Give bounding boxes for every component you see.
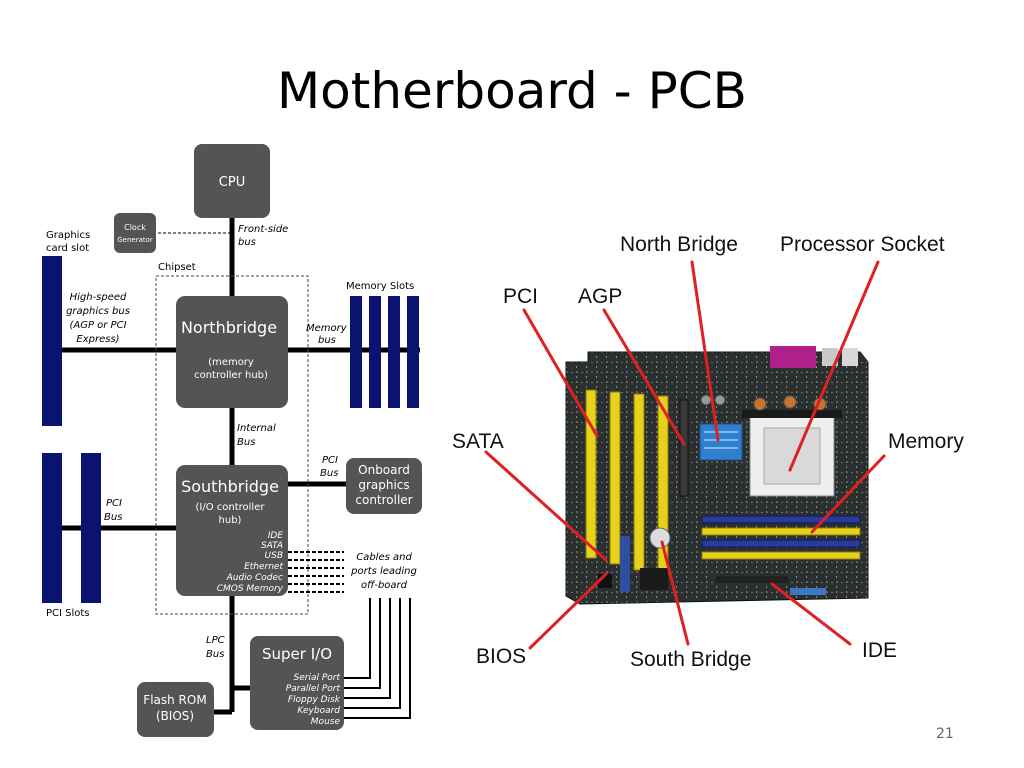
motherboard-photo: North Bridge Processor Socket PCI AGP SA… <box>452 233 964 671</box>
pci-bus-right-label-1: PCI <box>322 455 338 466</box>
pci-slot-1 <box>42 453 62 603</box>
northbridge-sub-1: (memory <box>208 357 254 368</box>
graphics-card-slot <box>42 256 62 426</box>
cables-label-3: off-board <box>361 580 408 591</box>
memory-bus-label-2: bus <box>318 335 336 346</box>
southbridge-sub-1: (I/O controller <box>196 502 266 513</box>
onboard-graphics-box: Onboard graphics controller <box>346 458 422 514</box>
sb-port-usb: USB <box>265 551 283 561</box>
pointer-lines <box>484 260 886 650</box>
flash-rom-label-1: Flash ROM <box>143 693 206 707</box>
southbridge-label: Southbridge <box>181 477 279 496</box>
label-agp: AGP <box>578 285 622 308</box>
high-speed-bus-label-2: graphics bus <box>66 306 130 317</box>
cpu-box: CPU <box>194 144 270 218</box>
label-south-bridge: South Bridge <box>630 648 751 671</box>
page-number: 21 <box>936 726 954 742</box>
northbridge-label: Northbridge <box>181 318 277 337</box>
memory-slot-photo-1 <box>701 515 861 524</box>
super-io-box: Super I/O Serial Port Parallel Port Flop… <box>250 636 344 730</box>
memory-slot-2 <box>369 296 381 408</box>
lpc-bus-label-1: LPC <box>206 635 225 646</box>
sb-port-audio: Audio Codec <box>226 573 283 583</box>
internal-bus-label-1: Internal <box>237 423 276 434</box>
northbridge-sub-2: controller hub) <box>194 370 268 381</box>
onboard-graphics-label-3: controller <box>355 493 412 507</box>
memory-slot-photo-2 <box>701 527 861 536</box>
sio-port-mouse: Mouse <box>311 717 341 727</box>
super-io-label: Super I/O <box>262 645 332 663</box>
label-bios: BIOS <box>476 645 526 668</box>
cmos-battery <box>649 527 671 549</box>
pci-bus-left-label-1: PCI <box>106 498 122 509</box>
label-processor-socket: Processor Socket <box>780 233 945 256</box>
chipset-boundary <box>155 275 309 615</box>
pci-slots-label: PCI Slots <box>46 608 90 619</box>
superio-cables <box>343 598 411 719</box>
southbridge-box: Southbridge (I/O controller hub) IDE SAT… <box>176 465 288 596</box>
agp-slot-photo <box>679 399 689 497</box>
io-port-2 <box>842 348 858 366</box>
memory-bus-label-1: Memory <box>306 323 348 334</box>
cables-label-2: ports leading <box>350 566 417 577</box>
ide-connector-photo-2 <box>790 588 826 595</box>
label-memory: Memory <box>888 430 964 453</box>
pci-slot-2 <box>81 453 101 603</box>
front-side-bus-label-2: bus <box>238 237 256 248</box>
memory-slot-1 <box>350 296 362 408</box>
northbridge-heatsink <box>699 423 743 461</box>
high-speed-bus-label-1: High-speed <box>70 292 127 303</box>
southbridge-sub-2: hub) <box>219 515 242 526</box>
slide-title: Motherboard - PCB <box>277 62 747 120</box>
front-side-bus-label-1: Front-side <box>238 224 288 235</box>
sio-port-parallel: Parallel Port <box>286 684 341 694</box>
clock-generator-label: Clock <box>124 223 146 232</box>
pci-slot-photo-3 <box>633 393 645 571</box>
parallel-port <box>770 346 816 368</box>
label-pci: PCI <box>503 285 538 308</box>
sb-port-cmos: CMOS Memory <box>217 584 284 594</box>
pci-bus-right-label-2: Bus <box>320 468 338 479</box>
cable-lines <box>288 551 344 593</box>
chipset-label: Chipset <box>158 262 196 273</box>
internal-bus-label-2: Bus <box>237 437 255 448</box>
pci-bus-left-label-2: Bus <box>104 512 122 523</box>
lpc-bus-label-2: Bus <box>206 649 224 660</box>
clock-generator-label-2: Generator <box>117 236 153 244</box>
northbridge-box: Northbridge (memory controller hub) <box>176 296 288 408</box>
high-speed-bus-label-4: Express) <box>76 334 119 345</box>
cables-label-1: Cables and <box>356 552 412 563</box>
memory-slot-photo-4 <box>701 551 861 560</box>
label-sata: SATA <box>452 430 504 453</box>
label-ide: IDE <box>862 639 897 662</box>
graphics-card-slot-label-2: card slot <box>46 243 89 254</box>
flash-rom-box: Flash ROM (BIOS) <box>137 682 214 737</box>
ide-connector-photo-1 <box>716 576 788 583</box>
sb-port-ethernet: Ethernet <box>244 562 283 572</box>
sb-port-sata: SATA <box>261 541 283 551</box>
sio-port-keyboard: Keyboard <box>297 706 340 716</box>
memory-slot-4 <box>407 296 419 408</box>
memory-slot-3 <box>388 296 400 408</box>
clock-generator-box: Clock Generator <box>114 213 156 253</box>
label-north-bridge: North Bridge <box>620 233 738 256</box>
southbridge-chip-photo <box>640 568 668 590</box>
onboard-graphics-label-1: Onboard <box>358 463 410 477</box>
memory-slot-photo-3 <box>701 539 861 548</box>
cpu-label: CPU <box>219 175 245 190</box>
sata-ports-photo <box>620 536 630 592</box>
memory-slots-label: Memory Slots <box>346 281 414 292</box>
graphics-card-slot-label-1: Graphics <box>46 230 90 241</box>
sio-port-floppy: Floppy Disk <box>288 695 341 705</box>
block-diagram: CPU Clock Generator Northbridge (memory … <box>42 144 422 737</box>
high-speed-bus-label-3: (AGP or PCI <box>69 320 126 331</box>
pci-slot-photo-1 <box>585 389 597 559</box>
flash-rom-label-2: (BIOS) <box>156 709 194 723</box>
sio-port-serial: Serial Port <box>294 673 341 683</box>
io-port <box>822 348 838 366</box>
sb-port-ide: IDE <box>268 531 284 541</box>
pci-slot-photo-2 <box>609 391 621 565</box>
onboard-graphics-label-2: graphics <box>358 478 409 492</box>
